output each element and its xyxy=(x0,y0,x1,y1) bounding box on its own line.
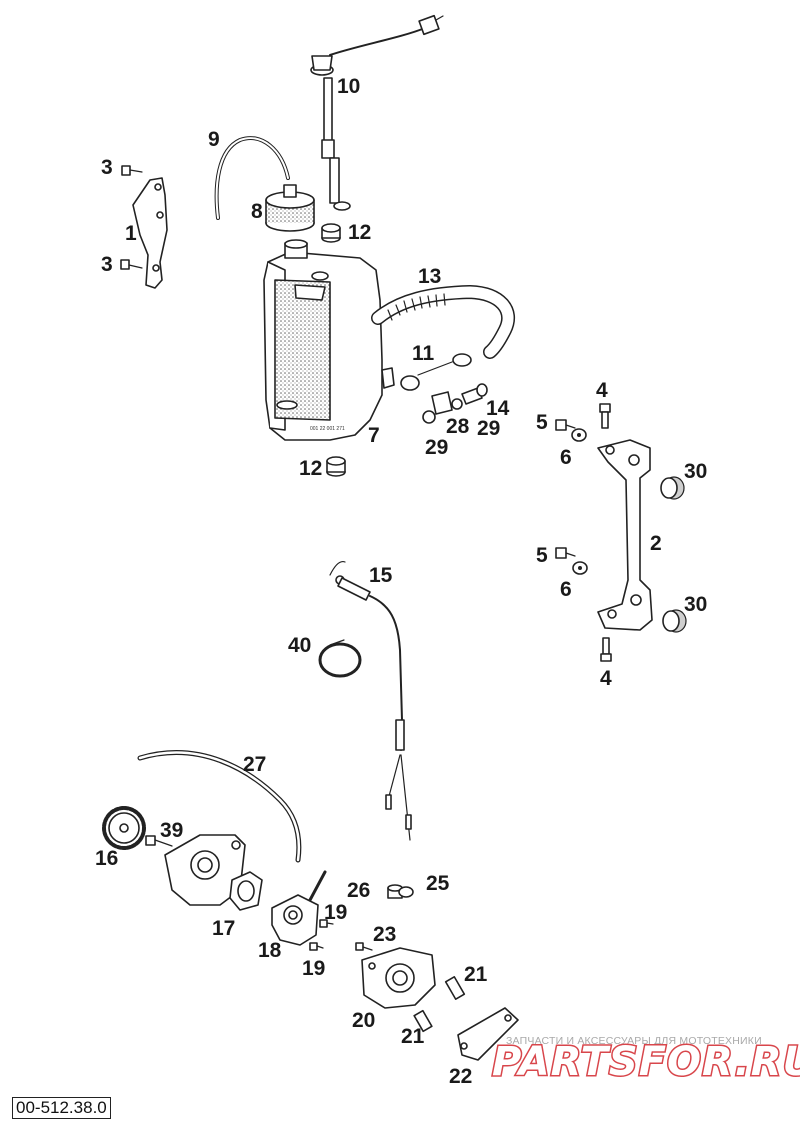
callout-8: 8 xyxy=(251,200,263,223)
callout-20: 20 xyxy=(352,1009,375,1032)
screw-part-5-bottom xyxy=(555,547,576,559)
oil-pump-part-18 xyxy=(271,870,327,946)
callout-25: 25 xyxy=(426,872,450,895)
callout-9: 9 xyxy=(208,128,220,151)
callout-6-top: 6 xyxy=(560,446,572,469)
gear-part-16 xyxy=(102,806,146,850)
callout-10: 10 xyxy=(337,75,360,98)
cable-part-15 xyxy=(329,560,412,841)
callout-21-bottom: 21 xyxy=(401,1025,425,1048)
callout-16: 16 xyxy=(95,847,118,870)
bracket-part-1 xyxy=(132,177,168,289)
grommet-part-12-top xyxy=(321,223,341,243)
rubber-part-30-bottom xyxy=(662,609,687,633)
callout-30-top: 30 xyxy=(684,460,707,483)
breather-hose-part-13 xyxy=(371,284,516,359)
callout-5-bottom: 5 xyxy=(536,544,548,567)
grommet-part-12-bottom xyxy=(326,456,346,477)
document-number: 00-512.38.0 xyxy=(12,1097,111,1119)
callout-30-bottom: 30 xyxy=(684,593,707,616)
oil-tank-part-7: 001 22 001 271 xyxy=(263,239,395,441)
gasket-part-17 xyxy=(229,871,263,911)
bolt-part-4-bottom xyxy=(600,637,612,662)
callout-28: 28 xyxy=(446,415,470,438)
callout-27: 27 xyxy=(243,753,266,776)
callout-39: 39 xyxy=(160,819,183,842)
callout-6-bottom: 6 xyxy=(560,578,572,601)
callout-4-bottom: 4 xyxy=(600,667,612,690)
callout-19-a: 19 xyxy=(324,901,347,924)
bolt-part-4-top xyxy=(599,403,611,429)
callout-15: 15 xyxy=(369,564,393,587)
pump-housing xyxy=(164,834,246,906)
watermark-logo: PARTSFOR.RU xyxy=(492,1039,800,1085)
clip-part-40 xyxy=(318,639,362,678)
callout-40: 40 xyxy=(288,634,311,657)
washer-part-29-a xyxy=(422,410,436,424)
level-sensor-part-10 xyxy=(310,14,444,211)
screw-part-3-bottom xyxy=(120,259,143,270)
callout-13: 13 xyxy=(418,265,441,288)
bolt-part-14 xyxy=(461,383,488,405)
callout-26: 26 xyxy=(347,879,370,902)
callout-11: 11 xyxy=(412,342,435,365)
svg-text:001 22 001 271: 001 22 001 271 xyxy=(310,426,345,432)
callout-14: 14 xyxy=(486,397,510,420)
screw-part-19-b xyxy=(309,942,324,951)
screw-part-3-top xyxy=(121,165,143,176)
screw-part-19-a xyxy=(319,919,334,928)
callout-22: 22 xyxy=(449,1065,472,1088)
cover-part-20 xyxy=(361,947,436,1009)
callout-29-a: 29 xyxy=(425,436,448,459)
washer-part-29-b xyxy=(451,398,463,410)
banjo-fitting-part-28 xyxy=(431,391,453,415)
washer-part-6-bottom xyxy=(572,561,588,575)
callout-5-top: 5 xyxy=(536,411,548,434)
tank-cap-part-8 xyxy=(265,184,315,232)
callout-29-b: 29 xyxy=(477,417,500,440)
screw-part-23 xyxy=(355,942,373,951)
watermark: ЗАПЧАСТИ И АКСЕССУАРЫ ДЛЯ МОТОТЕХНИКИ PA… xyxy=(491,1035,800,1087)
callout-4-top: 4 xyxy=(596,379,608,402)
callout-21-top: 21 xyxy=(464,963,488,986)
oring-part-25 xyxy=(398,886,414,898)
callout-12-top: 12 xyxy=(348,221,371,244)
callout-3-bottom: 3 xyxy=(101,253,113,276)
cover-plate-part-22 xyxy=(457,1007,519,1061)
clamp-part-11 xyxy=(400,353,472,391)
tank-bracket-part-2 xyxy=(597,439,653,631)
callout-3-top: 3 xyxy=(101,156,113,179)
callout-23: 23 xyxy=(373,923,396,946)
callout-17: 17 xyxy=(212,917,235,940)
pin-part-21-bottom xyxy=(413,1009,433,1033)
callout-18: 18 xyxy=(258,939,282,962)
watermark-tagline: ЗАПЧАСТИ И АКСЕССУАРЫ ДЛЯ МОТОТЕХНИКИ xyxy=(506,1035,762,1047)
callout-12-bottom: 12 xyxy=(299,457,322,480)
callout-labels: 1 2 3 3 4 4 5 5 6 6 7 8 9 10 11 12 12 13… xyxy=(95,75,707,1088)
callout-19-b: 19 xyxy=(302,957,325,980)
pin-part-21-top xyxy=(444,976,466,1000)
screw-part-39 xyxy=(145,835,173,847)
washer-part-6-top xyxy=(571,428,587,442)
rubber-part-30-top xyxy=(660,476,685,500)
callout-2: 2 xyxy=(650,532,662,555)
screw-part-5-top xyxy=(555,419,576,431)
callout-1: 1 xyxy=(125,222,137,245)
callout-7: 7 xyxy=(368,424,380,447)
